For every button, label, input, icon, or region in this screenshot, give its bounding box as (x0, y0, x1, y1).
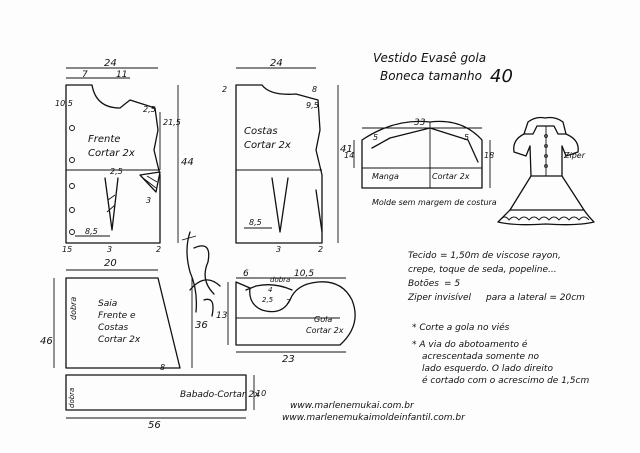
back-cut-label: Cortar 2x (244, 140, 291, 151)
title-line-1: Vestido Evasê gola (373, 51, 486, 65)
sleeve-note: Molde sem margem de costura (372, 198, 497, 207)
back-right-top-dim: 8 (312, 85, 317, 94)
sleeve-right-top-dim: 5 (464, 133, 469, 142)
collar-top-left-dim: 6 (243, 269, 249, 279)
ruffle-height-dim: 10 (256, 389, 266, 398)
collar-width-dim: 23 (282, 354, 295, 365)
collar-label: Gola (314, 315, 332, 324)
front-dart-dim: 2,5 (110, 167, 123, 176)
front-shoulder-right-dim: 11 (116, 70, 127, 80)
skirt-label-3: Costas (98, 323, 129, 333)
front-dart-side-dim: 3 (146, 196, 151, 205)
skirt-label-2: Frente e (98, 311, 136, 321)
fabric-text-2: crepe, toque de seda, popeline... (408, 265, 557, 275)
front-top-dim: 24 (104, 58, 117, 69)
collar-piece: 6 10,5 23 13 4 2,5 7 dobra Gola Cortar 2… (216, 269, 356, 365)
note-placket-4: é cortado com o acrescimo de 1,5cm (422, 375, 589, 386)
collar-cut-label: Cortar 2x (306, 326, 344, 335)
ruffle-fold-label: dobra (68, 388, 76, 408)
sleeve-piece: 33 5 5 14 18 Manga Cortar 2x Molde sem m… (344, 118, 497, 207)
zip-text: para a lateral = 20cm (485, 293, 585, 303)
fabric-text: = 1,50m de viscose rayon, (440, 251, 561, 261)
note-placket-2: acrescentada somente no (422, 352, 540, 362)
skirt-right-dim: 36 (195, 320, 208, 331)
skirt-left-dim: 46 (40, 336, 53, 347)
sleeve-right-dim: 18 (484, 151, 494, 160)
url-1: www.marlenemukai.com.br (290, 401, 415, 411)
ruffle-width-dim: 56 (148, 420, 161, 431)
notes-block: Tecido = 1,50m de viscose rayon, crepe, … (407, 251, 589, 386)
front-width-low-dim: 8,5 (85, 227, 98, 236)
collar-small2-dim: 2,5 (262, 296, 274, 304)
front-label: Frente (88, 134, 120, 145)
title-block: Vestido Evasê gola Boneca tamanho 40 (373, 51, 513, 87)
sleeve-left-dim: 14 (344, 151, 354, 160)
back-bottom-mid-dim: 3 (276, 245, 281, 254)
front-small-dim: 2,5 (143, 105, 156, 114)
back-left-top-dim: 2 (222, 85, 227, 94)
note-placket-3: lado esquerdo. O lado direito (422, 364, 553, 374)
fabric-label: Tecido (408, 251, 437, 261)
dress-sketch: Ziper (497, 116, 595, 226)
front-bottom-left-dim: 15 (62, 245, 72, 254)
skirt-top-dim: 20 (104, 258, 117, 269)
note-collar: * Corte a gola no viés (412, 322, 510, 333)
skirt-label: Saia (98, 299, 117, 309)
back-total-dim: 41 (340, 144, 353, 155)
front-bodice: 24 7 11 10,5 2,5 21,5 44 2,5 3 8,5 15 3 … (55, 58, 194, 254)
front-right-dim: 21,5 (163, 118, 181, 127)
front-shoulder-left-dim: 7 (82, 70, 88, 80)
front-bottom-mid-dim: 3 (107, 245, 112, 254)
ruffle-piece: Babado-Cortar 2x 56 10 dobra (65, 374, 266, 431)
front-left-dim: 10,5 (55, 99, 73, 108)
ruffle-label: Babado-Cortar 2x (180, 390, 260, 400)
front-total-dim: 44 (181, 157, 194, 168)
back-width-low-dim: 8,5 (249, 218, 262, 227)
back-label: Costas (244, 126, 278, 137)
note-placket-1: * A via do abotoamento é (412, 339, 528, 350)
back-bodice: 24 2 8 9,5 41 8,5 3 2 Costas Cortar 2x (222, 58, 353, 254)
url-2: www.marlenemukaimoldeinfantil.com.br (282, 413, 466, 423)
title-size: 40 (490, 66, 513, 87)
title-line-2: Boneca tamanho (380, 69, 482, 83)
skirt-fold-label: dobra (69, 297, 78, 320)
collar-height-dim: 13 (216, 311, 228, 321)
back-bottom-right-dim: 2 (318, 245, 323, 254)
signature (181, 231, 221, 317)
skirt-cut-label: Cortar 2x (98, 335, 141, 345)
zip-label: Ziper invisível (407, 293, 472, 303)
skirt-small-dim: 8 (160, 363, 165, 372)
sleeve-cut-label: Cortar 2x (432, 172, 470, 181)
collar-top-mid-dim: 10,5 (294, 269, 314, 279)
urls: www.marlenemukai.com.br www.marlenemukai… (282, 401, 466, 423)
sleeve-top-dim: 33 (414, 118, 426, 128)
sleeve-left-top-dim: 5 (373, 133, 378, 142)
collar-small-dim: 4 (268, 286, 272, 294)
back-small-dim: 9,5 (306, 101, 319, 110)
buttons-text: = 5 (444, 279, 460, 289)
skirt-piece: 20 46 36 8 dobra Saia Frente e Costas Co… (40, 258, 208, 372)
front-bottom-right-dim: 2 (156, 245, 161, 254)
buttons-label: Botões (408, 279, 439, 289)
collar-small3-dim: 7 (286, 298, 291, 306)
back-top-dim: 24 (270, 58, 283, 69)
front-cut-label: Cortar 2x (88, 148, 135, 159)
collar-fold-label: dobra (270, 276, 290, 284)
dress-zip-label: Ziper (563, 151, 586, 160)
sleeve-label: Manga (372, 172, 399, 181)
